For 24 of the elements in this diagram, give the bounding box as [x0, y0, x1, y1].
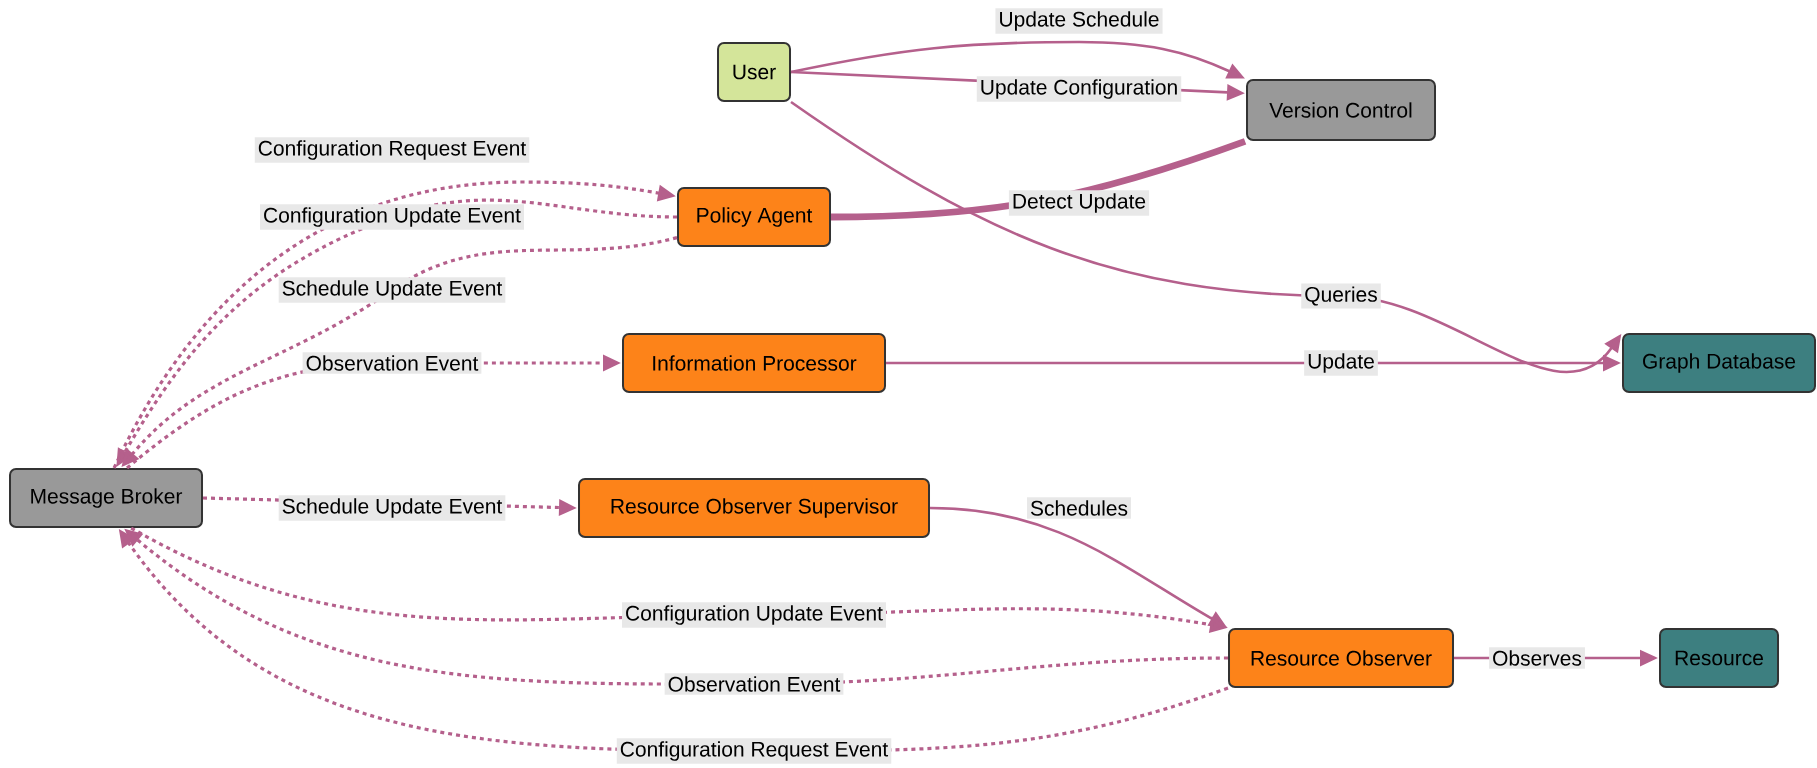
edge-label: Configuration Update Event — [260, 204, 524, 230]
edge-label: Update — [1304, 350, 1378, 376]
process-box: Policy Agent — [677, 187, 831, 247]
process-box: Resource Observer — [1228, 628, 1454, 688]
edge-label: Queries — [1301, 283, 1381, 309]
edge-label: Observation Event — [664, 673, 844, 695]
edge-label: Configuration Update Event — [622, 602, 886, 628]
edge-label: Schedule Update Event — [278, 495, 506, 521]
edge-label: Schedules — [1026, 497, 1132, 519]
process-box: Resource Observer Supervisor — [578, 478, 930, 538]
system-box: Version Control — [1246, 79, 1436, 141]
edge-label: Observes — [1489, 647, 1585, 669]
edge-label: Observation Event — [302, 352, 482, 374]
edge-label: Configuration Request Event — [616, 738, 892, 764]
edge-label: Configuration Request Event — [254, 137, 530, 163]
system-box: Message Broker — [9, 468, 203, 528]
edge-label: Schedule Update Event — [278, 277, 506, 303]
edge-label: Detect Update — [1008, 190, 1150, 216]
edge-label: Update Schedule — [995, 8, 1163, 34]
process-box: Information Processor — [622, 333, 886, 393]
edge-label: Update Configuration — [976, 76, 1182, 102]
resource-box: Resource — [1659, 628, 1779, 688]
user-box: User — [717, 42, 791, 102]
database-box: Graph Database — [1622, 333, 1816, 393]
